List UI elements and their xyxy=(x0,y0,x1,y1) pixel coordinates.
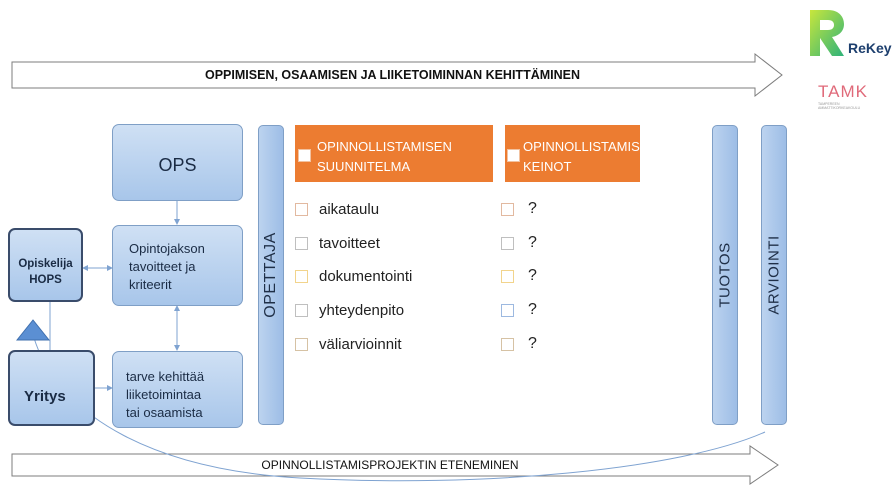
plan-header-checkbox-icon xyxy=(298,149,311,162)
means-item-5: ? xyxy=(528,335,537,352)
arviointi-label: ARVIOINTI xyxy=(765,235,783,315)
valiarvioinnit-checkbox-icon xyxy=(295,338,308,351)
plan-header-line-2: SUUNNITELMA xyxy=(317,159,411,174)
triangle-marker-icon xyxy=(16,319,50,341)
means-item-3: ? xyxy=(528,267,537,284)
opiskelija-hops-box: Opiskelija HOPS xyxy=(8,228,83,302)
opintojakso-line-3: kriteerit xyxy=(129,277,172,292)
yritys-box: Yritys xyxy=(8,350,95,426)
top-process-arrow xyxy=(11,52,783,98)
opiskelija-label: Opiskelija xyxy=(18,258,73,270)
plan-item-valiarvioinnit: väliarvioinnit xyxy=(319,336,402,353)
yhteydenpito-checkbox-icon xyxy=(295,304,308,317)
means-item-2: ? xyxy=(528,234,537,251)
bottom-process-arrow xyxy=(11,445,779,485)
top-arrow-label: OPPIMISEN, OSAAMISEN JA LIIKETOIMINNAN K… xyxy=(204,68,581,82)
opettaja-label: OPETTAJA xyxy=(262,232,279,318)
aikataulu-checkbox-icon xyxy=(295,203,308,216)
tuotos-bar: TUOTOS xyxy=(712,125,738,425)
means-3-checkbox-icon xyxy=(501,270,514,283)
tamk-subtitle-1: TAMPEREEN xyxy=(818,102,840,106)
plan-item-dokumentointi: dokumentointi xyxy=(319,268,413,285)
bottom-arrow-label: OPINNOLLISTAMISPROJEKTIN ETENEMINEN xyxy=(261,458,519,472)
opintojakso-line-1: Opintojakson xyxy=(129,241,205,256)
means-1-checkbox-icon xyxy=(501,203,514,216)
ops-box: OPS xyxy=(112,124,243,201)
arviointi-bar: ARVIOINTI xyxy=(761,125,787,425)
means-2-checkbox-icon xyxy=(501,237,514,250)
tarve-line-1: tarve kehittää xyxy=(126,369,205,384)
means-4-checkbox-icon xyxy=(501,304,514,317)
ops-label: OPS xyxy=(158,155,197,175)
means-5-checkbox-icon xyxy=(501,338,514,351)
hops-label: HOPS xyxy=(29,274,62,286)
tavoitteet-checkbox-icon xyxy=(295,237,308,250)
means-item-4: ? xyxy=(528,301,537,318)
means-header: OPINNOLLISTAMISEN KEINOT xyxy=(505,125,658,182)
rekey-logo-icon xyxy=(810,10,844,56)
tamk-logo: TAMK TAMPEREEN AMMATTIKORKEAKOULU xyxy=(818,82,874,110)
tamk-logo-text: TAMK xyxy=(818,82,868,101)
opettaja-bar: OPETTAJA xyxy=(258,125,284,425)
tarve-line-3: tai osaamista xyxy=(126,405,203,420)
tamk-subtitle-2: AMMATTIKORKEAKOULU xyxy=(818,106,861,110)
opintojakso-line-2: tavoitteet ja xyxy=(129,259,196,274)
tarve-line-2: liiketoimintaa xyxy=(126,387,202,402)
tuotos-label: TUOTOS xyxy=(716,242,734,308)
tarve-box: tarve kehittää liiketoimintaa tai osaami… xyxy=(112,351,243,428)
means-header-line-1: OPINNOLLISTAMISEN xyxy=(523,139,658,154)
means-item-1: ? xyxy=(528,200,537,217)
plan-header-line-1: OPINNOLLISTAMISEN xyxy=(317,139,452,154)
plan-item-tavoitteet: tavoitteet xyxy=(319,235,380,252)
plan-item-aikataulu: aikataulu xyxy=(319,201,380,218)
rekey-logo-text: ReKey xyxy=(848,40,892,56)
yritys-label: Yritys xyxy=(24,388,66,405)
opintojakso-box: Opintojakson tavoitteet ja kriteerit xyxy=(112,225,243,306)
plan-header: OPINNOLLISTAMISEN SUUNNITELMA xyxy=(295,125,493,182)
means-header-line-2: KEINOT xyxy=(523,159,572,174)
dokumentointi-checkbox-icon xyxy=(295,270,308,283)
plan-item-yhteydenpito: yhteydenpito xyxy=(319,302,405,319)
means-header-checkbox-icon xyxy=(507,149,520,162)
